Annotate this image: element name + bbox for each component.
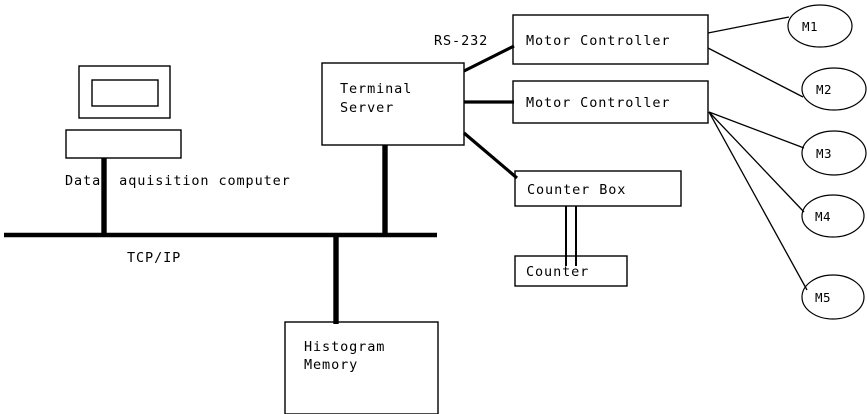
histogram-memory-label-line1: Histogram: [304, 339, 385, 355]
link-motor-controller-2-to-m3: [708, 111, 805, 149]
motor-m2-label: M2: [816, 82, 832, 97]
histogram-memory-label-line2: Memory: [304, 357, 358, 373]
histogram-memory-node[interactable]: Histogram Memory: [284, 321, 439, 414]
motor-m3-node[interactable]: M3: [801, 130, 867, 176]
tcpip-label: TCP/IP: [127, 250, 181, 266]
link-terminal-to-counter-box: [462, 131, 519, 180]
motor-m3-ellipse: [801, 130, 867, 176]
counter-label: Counter: [526, 264, 589, 280]
counter-box-rect: [514, 170, 682, 207]
motor-m5-ellipse: [801, 274, 865, 320]
motor-controller-2-box: [512, 80, 709, 124]
motor-m2-node[interactable]: M2: [801, 67, 867, 111]
terminal-server-box: [321, 62, 465, 146]
terminal-server-label-line2: Server: [340, 100, 394, 116]
link-terminal-to-motor-controller-1: [463, 44, 515, 73]
link-motor-controller-2-to-m5: [708, 111, 808, 291]
motor-controller-1-box: [512, 14, 709, 65]
counter-box-node[interactable]: Counter Box: [514, 170, 682, 207]
counter-cable-group: [565, 206, 577, 266]
motor-m5-label: M5: [815, 290, 831, 305]
link-motor-controller-1-to-m1: [707, 16, 790, 34]
computer-base-icon: [65, 129, 182, 159]
data-acquisition-computer[interactable]: [65, 65, 182, 159]
motor-m2-ellipse: [801, 67, 867, 111]
motor-controller-1-node[interactable]: Motor Controller: [512, 14, 709, 65]
motor-m4-label: M4: [815, 209, 831, 224]
rs232-label: RS-232: [434, 33, 488, 49]
rs232-links-group: [462, 44, 519, 180]
motor-controller-2-label: Motor Controller: [526, 95, 670, 111]
computer-label: Data aquisition computer: [65, 173, 291, 189]
motor-controller-1-label: Motor Controller: [526, 33, 670, 49]
motor-m3-label: M3: [816, 146, 832, 161]
counter-rect: [514, 255, 628, 287]
counter-box-label: Counter Box: [527, 182, 626, 198]
motor-m4-node[interactable]: M4: [801, 194, 865, 238]
motor-m1-node[interactable]: M1: [787, 4, 853, 48]
counter-node[interactable]: Counter: [514, 255, 628, 287]
terminal-server-label-line1: Terminal: [340, 81, 412, 97]
link-motor-controller-1-to-m2: [707, 47, 804, 98]
tcpip-bus-group: [4, 145, 437, 324]
terminal-server-node[interactable]: Terminal Server: [321, 62, 465, 146]
histogram-memory-box: [284, 321, 439, 414]
motor-m1-label: M1: [802, 19, 818, 34]
crt-monitor-icon: [78, 65, 171, 119]
motor-m4-ellipse: [801, 194, 865, 238]
monitor-screen-icon: [91, 79, 159, 107]
motor-m5-node[interactable]: M5: [801, 274, 865, 320]
link-motor-controller-2-to-m4: [708, 111, 805, 213]
motor-links-group: [707, 16, 808, 291]
motor-m1-ellipse: [787, 4, 853, 48]
motor-controller-2-node[interactable]: Motor Controller: [512, 80, 709, 124]
